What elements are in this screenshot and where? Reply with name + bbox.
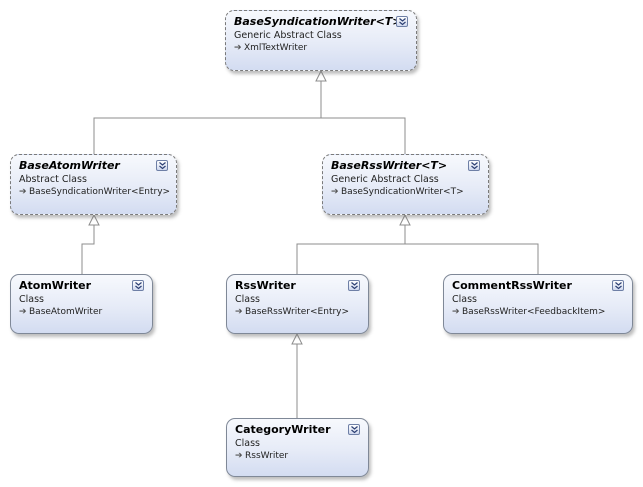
class-kind-label: Generic Abstract Class <box>331 174 439 185</box>
class-name: RssWriter <box>235 279 296 292</box>
inherits-arrow-icon: ➔ <box>331 187 339 197</box>
class-name: CategoryWriter <box>235 423 331 436</box>
class-kind-label: Class <box>19 294 44 305</box>
class-name: BaseSyndicationWriter<T> <box>234 15 402 28</box>
class-shape-rss-base[interactable]: BaseRssWriter<T> Generic Abstract Class ➔B… <box>322 154 489 215</box>
expand-collapse-button[interactable] <box>612 280 624 291</box>
base-type-row: ➔BaseRssWriter<FeedbackItem> <box>452 307 605 317</box>
inherits-arrow-icon: ➔ <box>452 307 460 317</box>
inheritance-arrowhead-rss <box>291 332 303 345</box>
base-type-name: BaseRssWriter<FeedbackItem> <box>462 307 606 317</box>
class-kind-label: Abstract Class <box>19 174 87 185</box>
expand-collapse-button[interactable] <box>156 160 168 171</box>
double-chevron-down-icon <box>615 282 622 290</box>
double-chevron-down-icon <box>351 426 358 434</box>
base-type-name: BaseSyndicationWriter<T> <box>341 187 464 197</box>
double-chevron-down-icon <box>399 18 406 26</box>
inherits-arrow-icon: ➔ <box>235 451 243 461</box>
base-type-row: ➔BaseSyndicationWriter<Entry> <box>19 187 170 197</box>
class-kind-label: Class <box>452 294 477 305</box>
double-chevron-down-icon <box>135 282 142 290</box>
class-kind-label: Generic Abstract Class <box>234 30 342 41</box>
class-name: BaseAtomWriter <box>19 159 120 172</box>
inherits-arrow-icon: ➔ <box>19 187 27 197</box>
inherits-arrow-icon: ➔ <box>234 43 242 53</box>
base-type-name: BaseSyndicationWriter<Entry> <box>29 187 171 197</box>
double-chevron-down-icon <box>351 282 358 290</box>
base-type-row: ➔XmlTextWriter <box>234 43 307 53</box>
expand-collapse-button[interactable] <box>348 280 360 291</box>
expand-collapse-button[interactable] <box>468 160 480 171</box>
expand-collapse-button[interactable] <box>348 424 360 435</box>
base-type-name: XmlTextWriter <box>244 43 308 53</box>
class-shape-base[interactable]: BaseSyndicationWriter<T> Generic Abstract… <box>225 10 417 71</box>
class-kind-label: Class <box>235 438 260 449</box>
double-chevron-down-icon <box>159 162 166 170</box>
class-name: BaseRssWriter<T> <box>331 159 448 172</box>
expand-collapse-button[interactable] <box>132 280 144 291</box>
inheritance-arrowhead-rss-base <box>399 213 411 226</box>
inheritance-line-atom-to-atom-base <box>81 225 95 274</box>
inheritance-line-atom-base-to-base <box>93 81 322 154</box>
inheritance-line-rss-base-to-base <box>320 81 406 154</box>
base-type-row: ➔BaseSyndicationWriter<T> <box>331 187 464 197</box>
inheritance-line-comment-rss-to-rss-base <box>404 225 539 274</box>
base-type-name: RssWriter <box>245 451 289 461</box>
inheritance-line-rss-to-rss-base <box>296 225 406 274</box>
inheritance-arrowhead-base <box>315 69 327 82</box>
expand-collapse-button[interactable] <box>396 16 408 27</box>
class-kind-label: Class <box>235 294 260 305</box>
double-chevron-down-icon <box>471 162 478 170</box>
inheritance-arrowhead-atom-base <box>88 213 100 226</box>
base-type-row: ➔RssWriter <box>235 451 288 461</box>
class-name: CommentRssWriter <box>452 279 572 292</box>
class-name: AtomWriter <box>19 279 92 292</box>
base-type-name: BaseAtomWriter <box>29 307 103 317</box>
base-type-name: BaseRssWriter<Entry> <box>245 307 350 317</box>
inherits-arrow-icon: ➔ <box>235 307 243 317</box>
base-type-row: ➔BaseAtomWriter <box>19 307 102 317</box>
base-type-row: ➔BaseRssWriter<Entry> <box>235 307 349 317</box>
inherits-arrow-icon: ➔ <box>19 307 27 317</box>
